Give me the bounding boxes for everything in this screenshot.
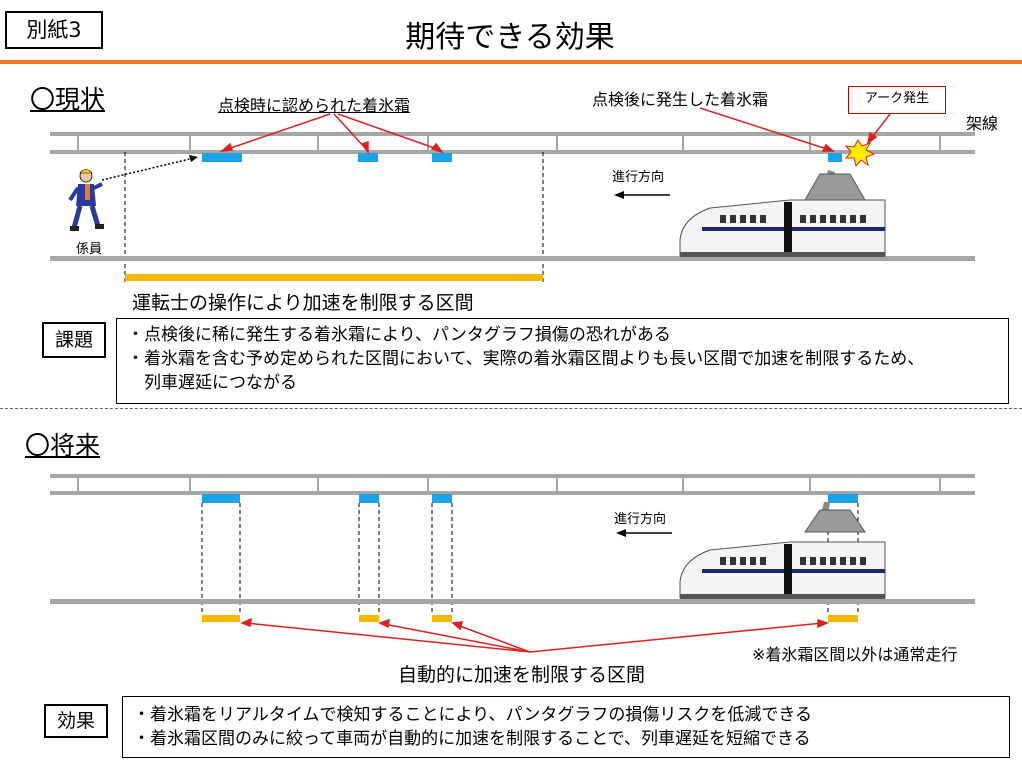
worker-icon [68,169,104,231]
issues-box: ・点検後に稀に発生する着氷霜により、パンタグラフ損傷の恐れがある ・着氷霜を含む… [116,318,1009,404]
ice-patch [432,494,452,503]
auto-restriction-zone [828,615,858,622]
current-heading: 〇現状 [30,85,106,114]
zone-arrows [240,617,830,653]
rail [50,599,975,604]
callout-arrows [219,107,891,155]
wire-label: 架線 [966,114,999,133]
overhead-wire [50,132,975,154]
train-icon [679,170,886,257]
auto-zone-label: 自動的に加速を制限する区間 [398,664,646,686]
ice-patch [359,494,379,503]
issue-line: ・点検後に稀に発生する着氷霜により、パンタグラフ損傷の恐れがある [127,325,671,345]
train-icon [679,502,886,599]
ice-patch [202,153,242,162]
manual-zone-label: 運転士の操作により加速を制限する区間 [132,292,474,314]
auto-restriction-zone [202,615,240,622]
auto-restriction-zone [432,615,452,622]
ice-after-label: 点検後に発生した着氷霜 [592,90,769,109]
ice-detected-label: 点検時に認められた着氷霜 [218,96,411,115]
ice-patch [828,494,858,503]
page-title: 期待できる効果 [405,20,615,55]
header-divider [0,60,1022,64]
issue-line: ・着氷霜を含む予め定められた区間において、実際の着氷霜区間よりも長い区間で加速を… [127,349,925,369]
manual-restriction-zone [125,274,543,281]
attachment-label: 別紙3 [5,11,103,49]
ice-patch [358,153,378,162]
issues-label: 課題 [42,322,106,358]
effects-label: 効果 [44,704,108,738]
auto-restriction-zone [359,615,379,622]
effect-line: ・着氷霜区間のみに絞って車両が自動的に加速を制限することで、列車遅延を短縮できる [133,729,811,749]
arc-label: アーク発生 [848,86,946,114]
overhead-wire [50,474,975,495]
section-divider [0,408,1022,409]
ice-patch [432,153,452,162]
future-heading: 〇将来 [25,431,101,460]
issue-line: 列車遅延につながる [127,373,297,393]
rail [50,256,975,261]
ice-patch [828,153,842,162]
worker-label: 係員 [76,242,103,257]
direction-label-future: 進行方向 [614,512,667,527]
effect-line: ・着氷霜をリアルタイムで検知することにより、パンタグラフの損傷リスクを低減できる [133,705,812,725]
ice-patch [202,494,240,503]
future-diagram [50,474,975,653]
current-diagram [50,107,975,285]
effects-box: ・着氷霜をリアルタイムで検知することにより、パンタグラフの損傷リスクを低減できる… [122,696,1010,758]
arc-spark-icon [844,139,876,168]
direction-label-current: 進行方向 [612,170,665,185]
normal-operation-note: ※着氷霜区間以外は通常走行 [752,645,958,664]
